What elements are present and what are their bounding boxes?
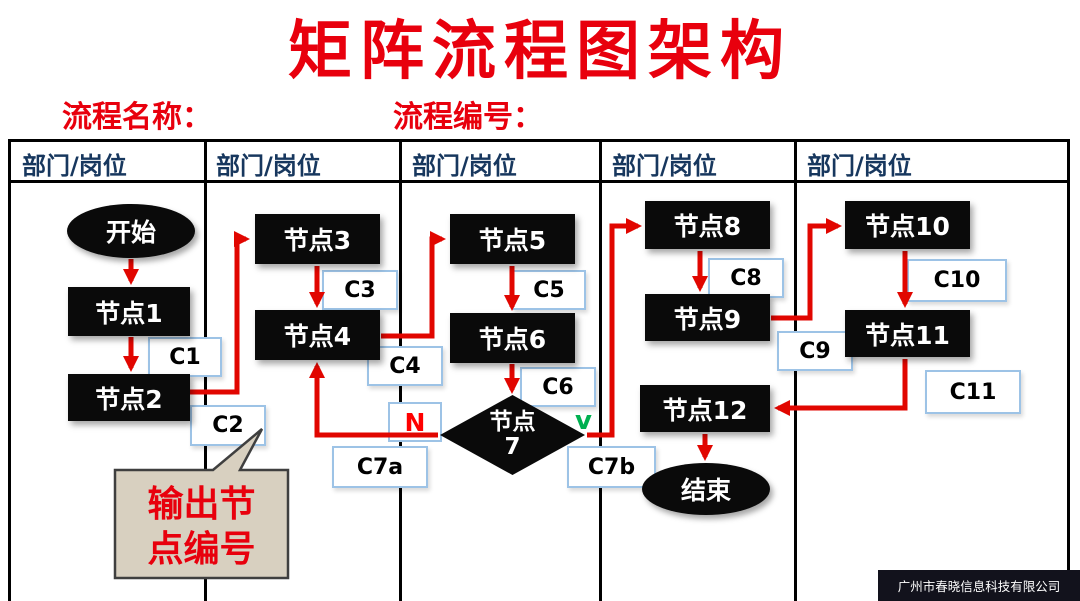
column-header-3: 部门/岗位 — [412, 152, 517, 180]
table-vline-6 — [1067, 139, 1070, 601]
connector-label-c9: C9 — [777, 331, 853, 371]
watermark-company: 广州市春晓信息科技有限公司 — [878, 570, 1080, 601]
connector-label-c5: C5 — [512, 270, 586, 310]
node-12: 节点12 — [640, 385, 770, 432]
table-vline-1 — [8, 139, 11, 601]
node-end: 结束 — [642, 463, 770, 515]
table-top-border — [8, 139, 1070, 142]
callout-line2: 点编号 — [147, 529, 256, 570]
column-header-5: 部门/岗位 — [807, 152, 912, 180]
node-9: 节点9 — [645, 294, 770, 341]
process-number-label: 流程编号： — [393, 100, 543, 135]
node-3: 节点3 — [255, 214, 380, 264]
connector-label-c3: C3 — [322, 270, 398, 310]
table-header-border — [8, 180, 1070, 183]
callout-line1: 输出节 — [147, 484, 256, 525]
connector-label-c7b: C7b — [567, 446, 656, 488]
branch-label-no: N — [388, 402, 442, 442]
connector-label-c6: C6 — [520, 367, 596, 407]
connector-label-c2: C2 — [190, 405, 266, 446]
node-10: 节点10 — [845, 201, 970, 249]
node-7-label-line1: 节点 — [489, 408, 536, 435]
connector-label-c1: C1 — [148, 337, 222, 377]
connector-label-c10: C10 — [907, 259, 1007, 302]
node-1: 节点1 — [68, 287, 190, 336]
node-11: 节点11 — [845, 310, 970, 357]
table-vline-4 — [599, 139, 602, 601]
node-6: 节点6 — [450, 313, 575, 363]
connector-label-c8: C8 — [708, 258, 784, 298]
page-title: 矩阵流程图架构 — [288, 15, 792, 89]
column-header-2: 部门/岗位 — [216, 152, 321, 180]
node-7-decision: 节点 7 — [440, 395, 585, 475]
connector-label-c7a: C7a — [332, 446, 428, 488]
node-7-label-line2: 7 — [504, 434, 521, 460]
process-name-label: 流程名称： — [62, 100, 212, 135]
callout-output-node-number: 输出节 点编号 — [115, 482, 288, 572]
branch-label-yes: v — [575, 406, 592, 436]
node-2: 节点2 — [68, 374, 190, 421]
node-4: 节点4 — [255, 310, 380, 360]
node-5: 节点5 — [450, 214, 575, 264]
column-header-1: 部门/岗位 — [22, 152, 127, 180]
column-header-4: 部门/岗位 — [612, 152, 717, 180]
connector-label-c11: C11 — [925, 370, 1021, 414]
node-8: 节点8 — [645, 201, 770, 249]
node-start: 开始 — [67, 204, 195, 258]
